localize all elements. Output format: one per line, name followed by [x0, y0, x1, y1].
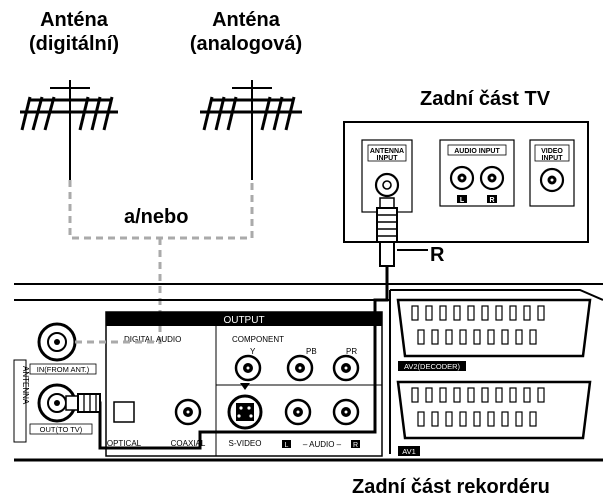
antenna-analog-label: Anténa (analogová)	[176, 8, 316, 56]
av2-label: AV2(DECODER)	[404, 362, 461, 371]
antenna-digital-label: Anténa (digitální)	[14, 8, 134, 56]
digital-antenna-icon	[20, 80, 118, 180]
component-pb-label: PB	[306, 347, 317, 356]
antenna-vertical-label: ANTENNA	[21, 366, 30, 405]
audio-out-sep-label: – AUDIO –	[303, 440, 342, 449]
optical-jack[interactable]	[113, 401, 135, 423]
tv-video-input-label1: VIDEO	[541, 148, 563, 155]
tv-video-input-label2: INPUT	[542, 155, 564, 162]
rf-plug-recorder	[65, 393, 101, 413]
cable-r-label: R	[430, 244, 445, 266]
s-video-label: S-VIDEO	[229, 439, 262, 448]
rf-cable	[72, 266, 389, 450]
tv-antenna-cable	[376, 197, 428, 267]
component-label: COMPONENT	[232, 335, 284, 344]
tv-audio-r-label: R	[489, 197, 494, 204]
antenna-analog-line1: Anténa	[212, 9, 280, 31]
recorder-rear-title: Zadní část rekordéru	[352, 476, 550, 498]
coaxial-label: COAXIAL	[171, 439, 206, 448]
tv-audio-l-label: L	[460, 197, 465, 204]
optical-label: OPTICAL	[107, 439, 142, 448]
digital-audio-label: DIGITAL AUDIO	[124, 335, 181, 344]
tv-rear-title: Zadní část TV	[420, 88, 551, 110]
and-or-label: a/nebo	[124, 206, 189, 228]
analog-antenna-icon	[200, 80, 302, 180]
component-y-label: Y	[250, 347, 256, 356]
tv-audio-input-label: AUDIO INPUT	[454, 148, 500, 155]
tv-antenna-input-label2: INPUT	[377, 155, 399, 162]
tv-antenna-jack[interactable]	[374, 172, 400, 198]
tv-audio-input-box	[439, 139, 515, 207]
recorder-rear-panel: OUTPUT DIGITAL AUDIO COMPONENT Y PB PR O…	[13, 283, 603, 462]
antenna-digital-line1: Anténa	[40, 9, 108, 31]
tv-antenna-input-label1: ANTENNA	[370, 148, 404, 155]
component-pr-label: PR	[346, 347, 357, 356]
audio-out-l-label: L	[285, 442, 289, 449]
tv-video-input-box	[529, 139, 575, 207]
antenna-digital-line2: (digitální)	[29, 33, 119, 55]
audio-out-r-label: R	[353, 442, 358, 449]
output-label: OUTPUT	[223, 315, 264, 326]
av1-label: AV1	[402, 447, 416, 456]
antenna-out-label: OUT(TO TV)	[40, 425, 83, 434]
antenna-analog-line2: (analogová)	[189, 33, 303, 55]
antenna-in-label: IN(FROM ANT.)	[37, 365, 90, 374]
